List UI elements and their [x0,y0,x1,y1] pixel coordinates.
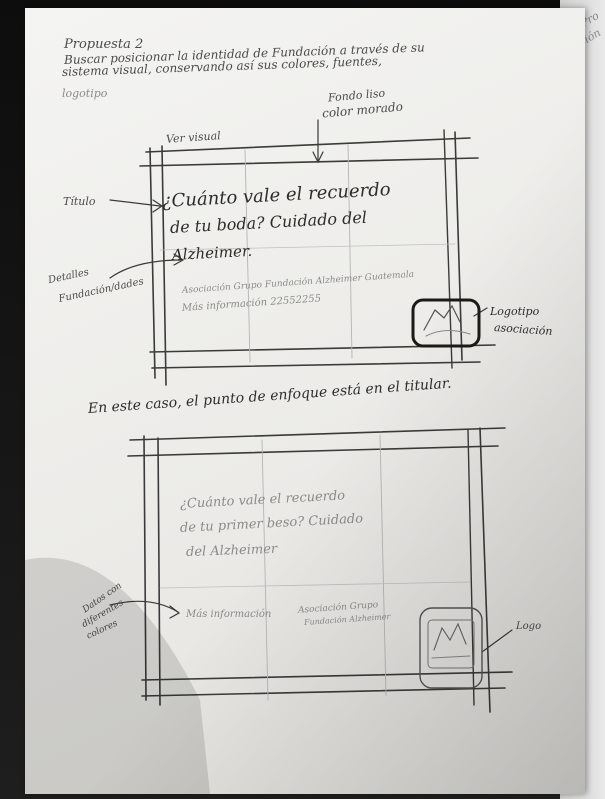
sketch2-more-info: Más información [186,609,272,620]
annotation-logo: Logo [516,621,542,632]
sketch2-headline-line3: del Alzheimer [185,541,278,560]
proposal-title: Propuesta 2 [64,37,144,52]
annotation-titulo: Título [63,195,96,208]
sketch1-headline-line3: Alzheimer. [171,241,253,264]
proposal-description-line3: logotipo [62,87,108,100]
annotation-logotipo-line1: Logotipo [490,305,540,318]
